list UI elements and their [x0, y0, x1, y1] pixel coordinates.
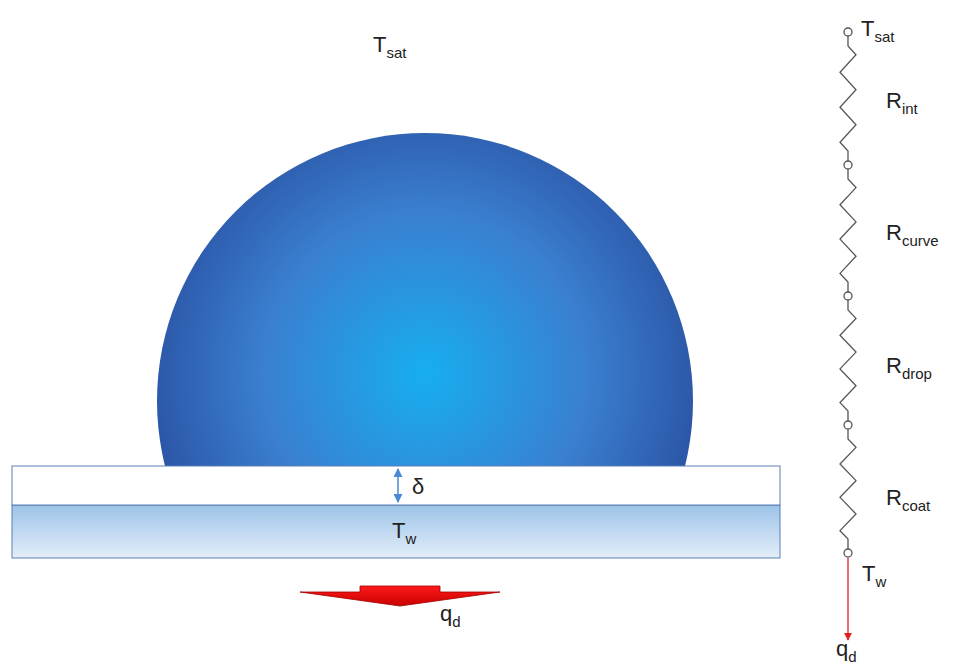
symbol-label: Rcurve — [886, 222, 939, 244]
symbol-label: qd — [440, 603, 461, 625]
symbol-label: Tsat — [373, 34, 406, 56]
droplet — [157, 133, 693, 467]
terminal-node — [844, 28, 852, 36]
terminal-node — [844, 421, 852, 429]
terminal-node — [844, 292, 852, 300]
symbol-label: qd — [836, 638, 857, 660]
symbol-label: Rdrop — [886, 355, 932, 377]
terminal-node — [844, 161, 852, 169]
resistor-symbol — [840, 169, 856, 292]
resistor-chain — [840, 28, 856, 557]
coating-layer — [12, 466, 780, 505]
symbol-label: Rcoat — [886, 487, 930, 509]
symbol-label: δ — [412, 476, 424, 498]
symbol-label: Tsat — [861, 18, 894, 40]
resistor-symbol — [840, 36, 856, 161]
symbol-label: Rint — [886, 90, 918, 112]
terminal-node — [844, 549, 852, 557]
heat-flux-arrow-small — [847, 558, 848, 640]
resistor-symbol — [840, 300, 856, 421]
substrate — [12, 505, 780, 558]
resistor-symbol — [840, 429, 856, 549]
symbol-label: Tw — [862, 563, 886, 585]
heat-flux-arrow — [300, 586, 500, 606]
symbol-label: Tw — [392, 520, 416, 542]
thickness-arrow — [397, 469, 399, 502]
